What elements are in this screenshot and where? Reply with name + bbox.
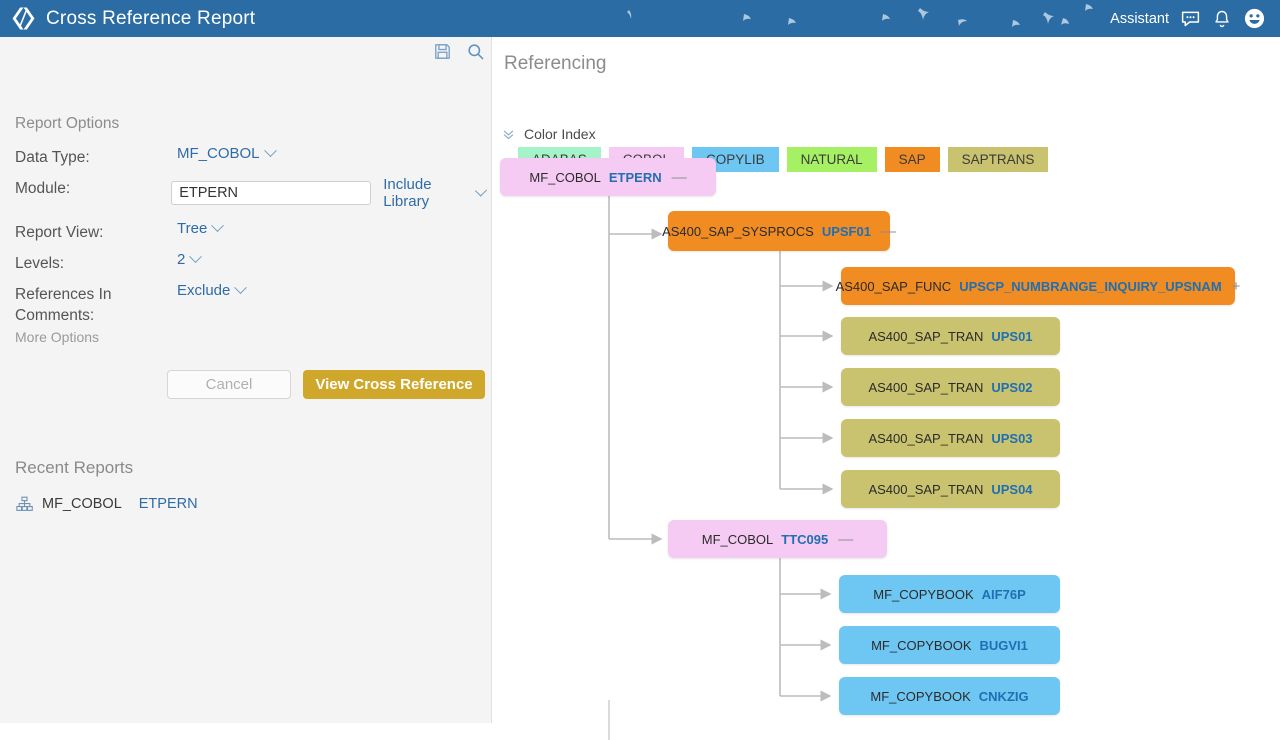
recent-report-item[interactable]: MF_COBOL ETPERN [16, 496, 198, 512]
save-floppy-icon[interactable] [433, 42, 452, 61]
recent-report-type: MF_COBOL [42, 496, 122, 512]
search-magnifier-icon[interactable] [466, 42, 485, 61]
tree-node-ttc095[interactable]: MF_COBOL TTC095 — [668, 520, 887, 558]
more-options-link[interactable]: More Options [15, 329, 100, 345]
chevron-down-icon [263, 144, 277, 158]
field-data-type: Data Type: MF_COBOL [15, 144, 485, 168]
tree-node-name: TTC095 [781, 531, 829, 547]
tree-node-name: UPS01 [991, 328, 1033, 344]
report-options-title: Report Options [15, 115, 120, 132]
tree-node-ups04[interactable]: AS400_SAP_TRAN UPS04 [841, 470, 1060, 508]
tree-node-ups03[interactable]: AS400_SAP_TRAN UPS03 [841, 419, 1060, 457]
tree-node-type: MF_COPYBOOK [870, 688, 971, 704]
double-chevron-down-icon [502, 128, 515, 141]
tree-node-name: UPSF01 [821, 223, 871, 239]
notification-bell-icon[interactable] [1212, 9, 1232, 29]
tree-node-upsf01[interactable]: AS400_SAP_SYSPROCS UPSF01 — [662, 211, 896, 251]
levels-dropdown[interactable]: 2 [177, 250, 203, 268]
tree-node-name: BUGVI1 [979, 637, 1028, 653]
chevron-down-icon [474, 184, 487, 197]
data-type-label: Data Type: [15, 149, 90, 166]
data-type-value: MF_COBOL [177, 145, 260, 162]
sitemap-icon [16, 496, 33, 512]
include-library-label: Include Library [383, 176, 432, 210]
references-in-comments-label: References In Comments: [15, 286, 112, 324]
tree-node-bugvi1[interactable]: MF_COPYBOOK BUGVI1 [839, 626, 1060, 664]
tree-node-type: AS400_SAP_FUNC [835, 278, 952, 294]
recent-report-name[interactable]: ETPERN [138, 496, 198, 512]
tree-node-type: AS400_SAP_TRAN [868, 328, 984, 344]
field-module: Module: Include Library [15, 176, 487, 210]
tree-node-name: CNKZIG [978, 688, 1029, 704]
field-levels: Levels: 2 [15, 250, 485, 274]
tree-node-ups01[interactable]: AS400_SAP_TRAN UPS01 [841, 317, 1060, 355]
panel-toolbar [433, 42, 485, 61]
module-label: Module: [15, 180, 71, 197]
report-options-form: Data Type: MF_COBOL Module: Include Libr… [15, 144, 487, 334]
report-view-dropdown[interactable]: Tree [177, 219, 225, 237]
expand-node-icon[interactable]: + [1231, 277, 1241, 295]
recent-reports-title: Recent Reports [15, 458, 134, 477]
tree-node-name: ETPERN [608, 169, 662, 185]
chevron-down-icon [189, 250, 203, 264]
tree-node-name: UPS03 [991, 430, 1033, 446]
app-header: Cross Reference Report Assistant [0, 0, 1280, 37]
tree-node-type: AS400_SAP_TRAN [868, 430, 984, 446]
page-title: Cross Reference Report [46, 7, 256, 29]
tree-node-name: UPSCP_NUMBRANGE_INQUIRY_UPSNAM [959, 278, 1222, 294]
view-cross-reference-button[interactable]: View Cross Reference [303, 370, 485, 399]
color-index-swatch-sap[interactable]: SAP [884, 147, 940, 172]
tree-node-etpern[interactable]: MF_COBOL ETPERN — [500, 158, 716, 196]
reference-tree: MF_COBOL ETPERN — AS400_SAP_SYSPROCS UPSF01 —… [493, 37, 1280, 740]
assistant-label[interactable]: Assistant [1110, 10, 1169, 27]
levels-label: Levels: [15, 255, 65, 272]
color-index-label: Color Index [524, 126, 596, 142]
chevron-down-icon [211, 219, 225, 233]
tree-node-cnkzig[interactable]: MF_COPYBOOK CNKZIG [839, 677, 1060, 715]
color-index-swatch-copylib[interactable]: COPYLIB [692, 147, 779, 172]
tree-node-type: MF_COPYBOOK [873, 586, 974, 602]
references-in-comments-value: Exclude [177, 282, 231, 299]
field-references-in-comments: References In Comments: Exclude [15, 281, 485, 326]
smiley-face-icon[interactable] [1243, 7, 1266, 30]
referencing-title: Referencing [504, 53, 607, 74]
header-actions: Assistant [1110, 0, 1266, 37]
tree-node-type: AS400_SAP_SYSPROCS [662, 223, 814, 239]
tree-node-type: AS400_SAP_TRAN [868, 379, 984, 395]
tree-node-ups02[interactable]: AS400_SAP_TRAN UPS02 [841, 368, 1060, 406]
app-logo-icon[interactable] [0, 5, 46, 32]
collapse-node-icon[interactable]: — [671, 168, 687, 186]
collapse-node-icon[interactable]: — [880, 222, 896, 240]
tree-connector-lines [608, 196, 834, 740]
report-options-panel: Report Options Data Type: MF_COBOL Modul… [0, 37, 492, 723]
report-view-label: Report View: [15, 224, 104, 241]
report-view-value: Tree [177, 220, 208, 237]
references-in-comments-dropdown[interactable]: Exclude [177, 281, 248, 299]
form-actions: Cancel View Cross Reference [0, 370, 492, 399]
tree-node-upscp_numbrange_inquiry_upsnam[interactable]: AS400_SAP_FUNC UPSCP_NUMBRANGE_INQUIRY_UP… [836, 267, 1240, 305]
tree-node-type: MF_COBOL [701, 531, 774, 547]
include-library-dropdown[interactable]: Include Library [383, 176, 487, 210]
module-input[interactable] [171, 181, 372, 205]
tree-node-type: MF_COBOL [529, 169, 601, 185]
tree-node-name: UPS04 [991, 481, 1033, 497]
tree-node-name: AIF76P [981, 586, 1026, 602]
tree-node-type: AS400_SAP_TRAN [868, 481, 984, 497]
data-type-dropdown[interactable]: MF_COBOL [177, 144, 277, 162]
chevron-down-icon [234, 281, 248, 295]
tree-node-type: MF_COPYBOOK [871, 637, 972, 653]
color-index-toggle[interactable]: Color Index [502, 126, 596, 142]
color-index-swatch-natural[interactable]: NATURAL [786, 147, 877, 172]
chat-bubble-icon[interactable] [1180, 8, 1201, 29]
collapse-node-icon[interactable]: — [838, 530, 854, 548]
cross-reference-graph-panel: Referencing Color Index ADABASCOBOLCOPYL… [493, 37, 1280, 740]
tree-node-aif76p[interactable]: MF_COPYBOOK AIF76P [839, 575, 1060, 613]
cancel-button[interactable]: Cancel [167, 370, 291, 399]
levels-value: 2 [177, 251, 186, 268]
tree-node-name: UPS02 [991, 379, 1033, 395]
field-report-view: Report View: Tree [15, 219, 485, 243]
color-index-swatch-saptrans[interactable]: SAPTRANS [947, 147, 1049, 172]
